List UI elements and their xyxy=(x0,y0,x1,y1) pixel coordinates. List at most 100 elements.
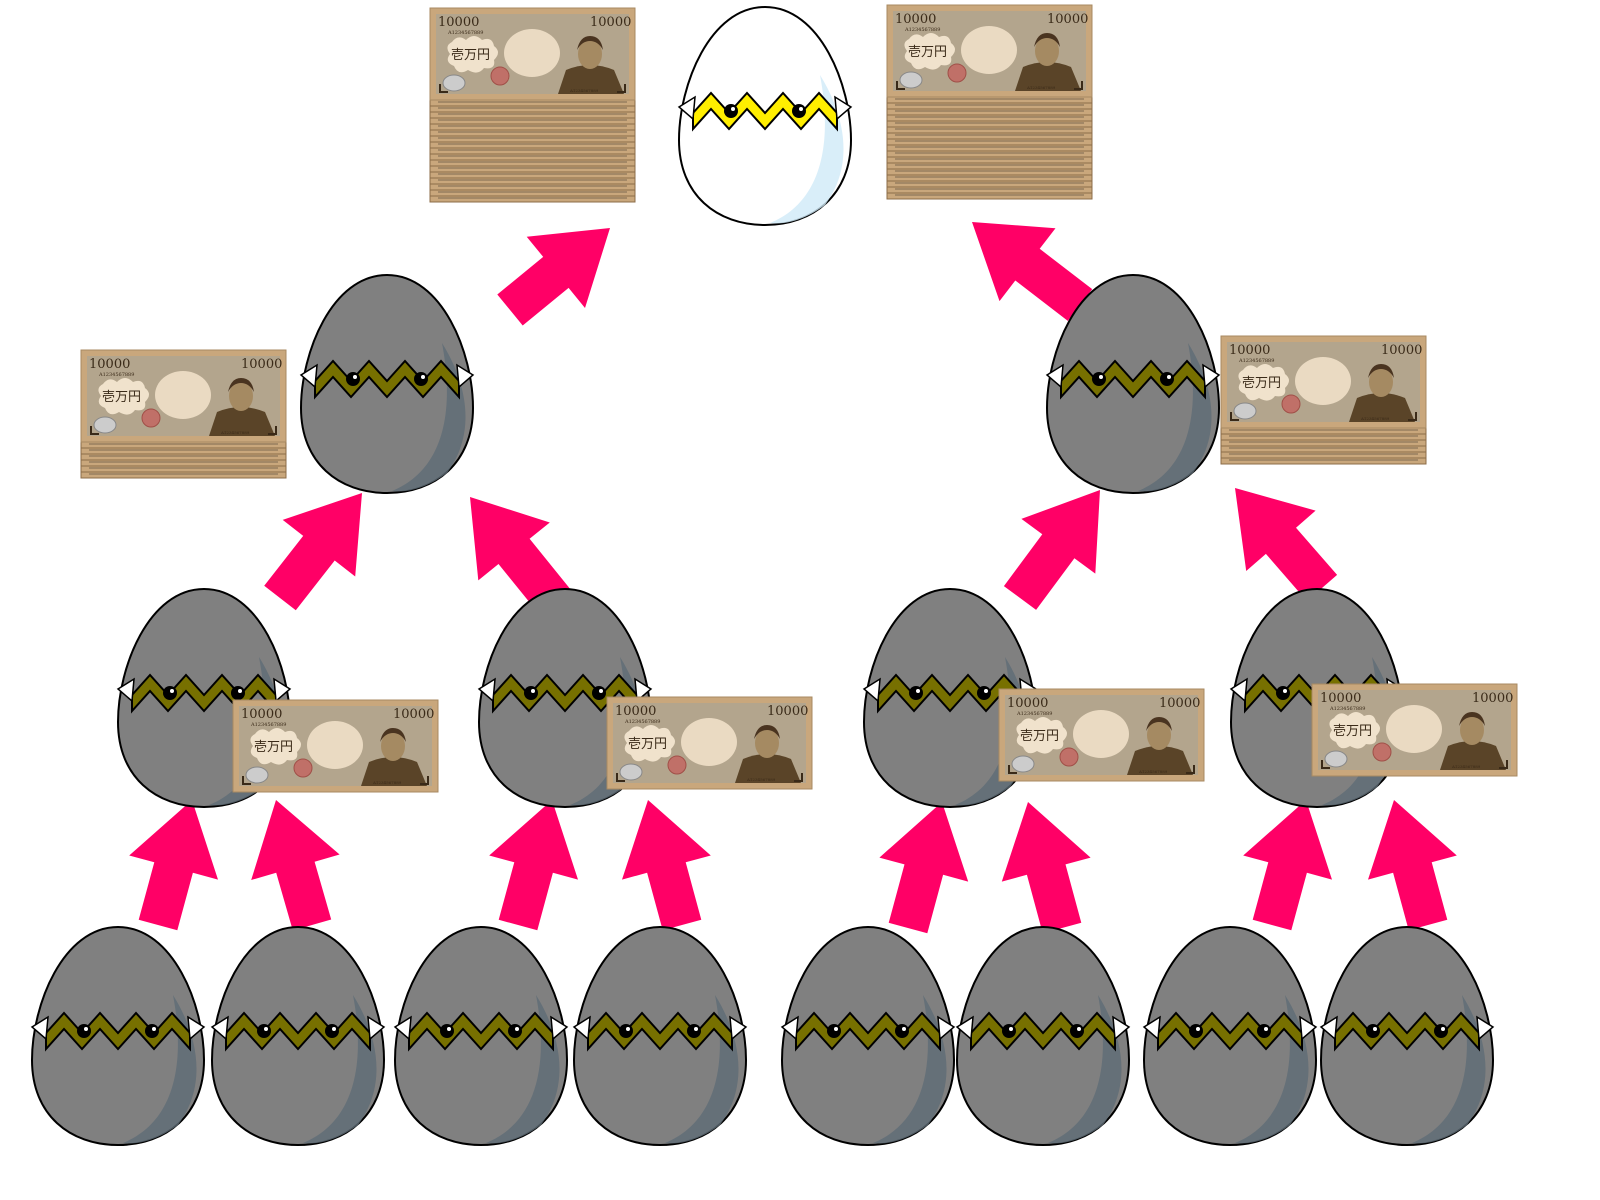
portrait-body xyxy=(209,407,275,436)
portrait-hair xyxy=(754,725,780,739)
eye-icon xyxy=(524,686,538,700)
crack-zigzag xyxy=(314,359,460,400)
eye-icon xyxy=(724,104,738,118)
bill-hologram xyxy=(619,763,643,781)
up-arrow-icon xyxy=(1243,800,1332,931)
crack-notch xyxy=(677,95,696,121)
bill-cloud xyxy=(98,378,149,415)
bill-denomination-right: 10000 xyxy=(767,704,808,719)
white-egg xyxy=(677,5,853,227)
bill-hologram xyxy=(1324,750,1348,768)
eye-icon xyxy=(231,686,245,700)
crack-zigzag xyxy=(225,1011,371,1052)
portrait-face xyxy=(1369,367,1393,397)
crack-notch xyxy=(299,363,318,389)
bill-corner-marks xyxy=(896,81,1083,90)
eye-highlight xyxy=(1264,1027,1268,1031)
bill-serial: A1234567889 xyxy=(1238,358,1274,364)
eye-icon xyxy=(592,686,606,700)
crack-zigzag xyxy=(795,1011,941,1052)
crack-notch xyxy=(116,677,135,703)
eye-icon xyxy=(346,372,360,386)
crack-notch xyxy=(1202,363,1221,389)
bill-corner-marks xyxy=(242,776,429,785)
bill-kanji-label: 壱万円 xyxy=(1020,729,1059,744)
crack-zigzag xyxy=(692,91,838,132)
eye-highlight xyxy=(731,107,735,111)
bill-corner-marks xyxy=(1008,765,1195,774)
eye-highlight xyxy=(84,1027,88,1031)
bill-denomination-left: 10000 xyxy=(89,357,130,372)
bill-cloud xyxy=(1238,364,1289,401)
up-arrow-icon xyxy=(129,800,218,931)
crack-notch xyxy=(550,1015,569,1041)
portrait-face xyxy=(755,728,779,758)
up-arrow-icon xyxy=(489,800,578,931)
eye-highlight xyxy=(531,689,535,693)
eye-highlight xyxy=(353,375,357,379)
crack-zigzag xyxy=(1334,1011,1480,1052)
eye-icon xyxy=(827,1024,841,1038)
crack-zigzag xyxy=(45,1011,191,1052)
crack-zigzag xyxy=(1060,359,1206,400)
eye-highlight xyxy=(1167,375,1171,379)
eye-icon xyxy=(325,1024,339,1038)
bill-kanji-label: 壱万円 xyxy=(628,737,667,752)
bill-corner-marks xyxy=(1230,412,1417,421)
up-arrow-icon xyxy=(1001,802,1091,934)
crack-notch xyxy=(729,1015,748,1041)
eye-highlight xyxy=(1283,689,1287,693)
bill-watermark xyxy=(681,718,737,766)
eye-highlight xyxy=(1441,1027,1445,1031)
eye-icon xyxy=(619,1024,633,1038)
bill-serial: A1234567889 xyxy=(1016,711,1052,717)
bill-denomination-left: 10000 xyxy=(438,15,479,30)
portrait-face xyxy=(381,731,405,761)
crack-notch xyxy=(393,1015,412,1041)
crack-notch xyxy=(634,677,653,703)
bill-denomination-left: 10000 xyxy=(1229,343,1270,358)
eye-icon xyxy=(163,686,177,700)
bill-serial-bottom: A1234567889 xyxy=(1360,416,1390,421)
bill-kanji-label: 壱万円 xyxy=(1333,724,1372,739)
eye-highlight xyxy=(1099,375,1103,379)
eye-highlight xyxy=(264,1027,268,1031)
bill-hologram xyxy=(93,416,117,434)
bill-kanji-label: 壱万円 xyxy=(908,45,947,60)
bill-watermark xyxy=(307,721,363,769)
up-arrow-icon xyxy=(264,493,362,611)
eye-highlight xyxy=(694,1027,698,1031)
bill-hologram xyxy=(442,74,466,92)
crack-notch xyxy=(456,363,475,389)
portrait-body xyxy=(1015,62,1081,91)
crack-notch xyxy=(477,677,496,703)
eye-icon xyxy=(1434,1024,1448,1038)
eye-highlight xyxy=(1077,1027,1081,1031)
portrait-body xyxy=(1127,746,1193,775)
eye-highlight xyxy=(1009,1027,1013,1031)
eye-icon xyxy=(1002,1024,1016,1038)
crack-zigzag xyxy=(587,1011,733,1052)
bill-cloud xyxy=(1016,717,1067,754)
eye-icon xyxy=(1070,1024,1084,1038)
bill-kanji-label: 壱万円 xyxy=(102,390,141,405)
bill-serial-bottom: A1234567889 xyxy=(1138,769,1168,774)
bill-kanji-label: 壱万円 xyxy=(1242,376,1281,391)
eye-icon xyxy=(1366,1024,1380,1038)
eye-icon xyxy=(1257,1024,1271,1038)
crack-notch xyxy=(937,1015,956,1041)
crack-notch xyxy=(862,677,881,703)
portrait-hair xyxy=(1034,33,1060,47)
gray-egg xyxy=(393,925,569,1147)
portrait-body xyxy=(361,757,427,786)
bill-watermark xyxy=(1295,357,1351,405)
crack-notch xyxy=(273,677,292,703)
bill-serial: A1234567889 xyxy=(447,30,483,36)
